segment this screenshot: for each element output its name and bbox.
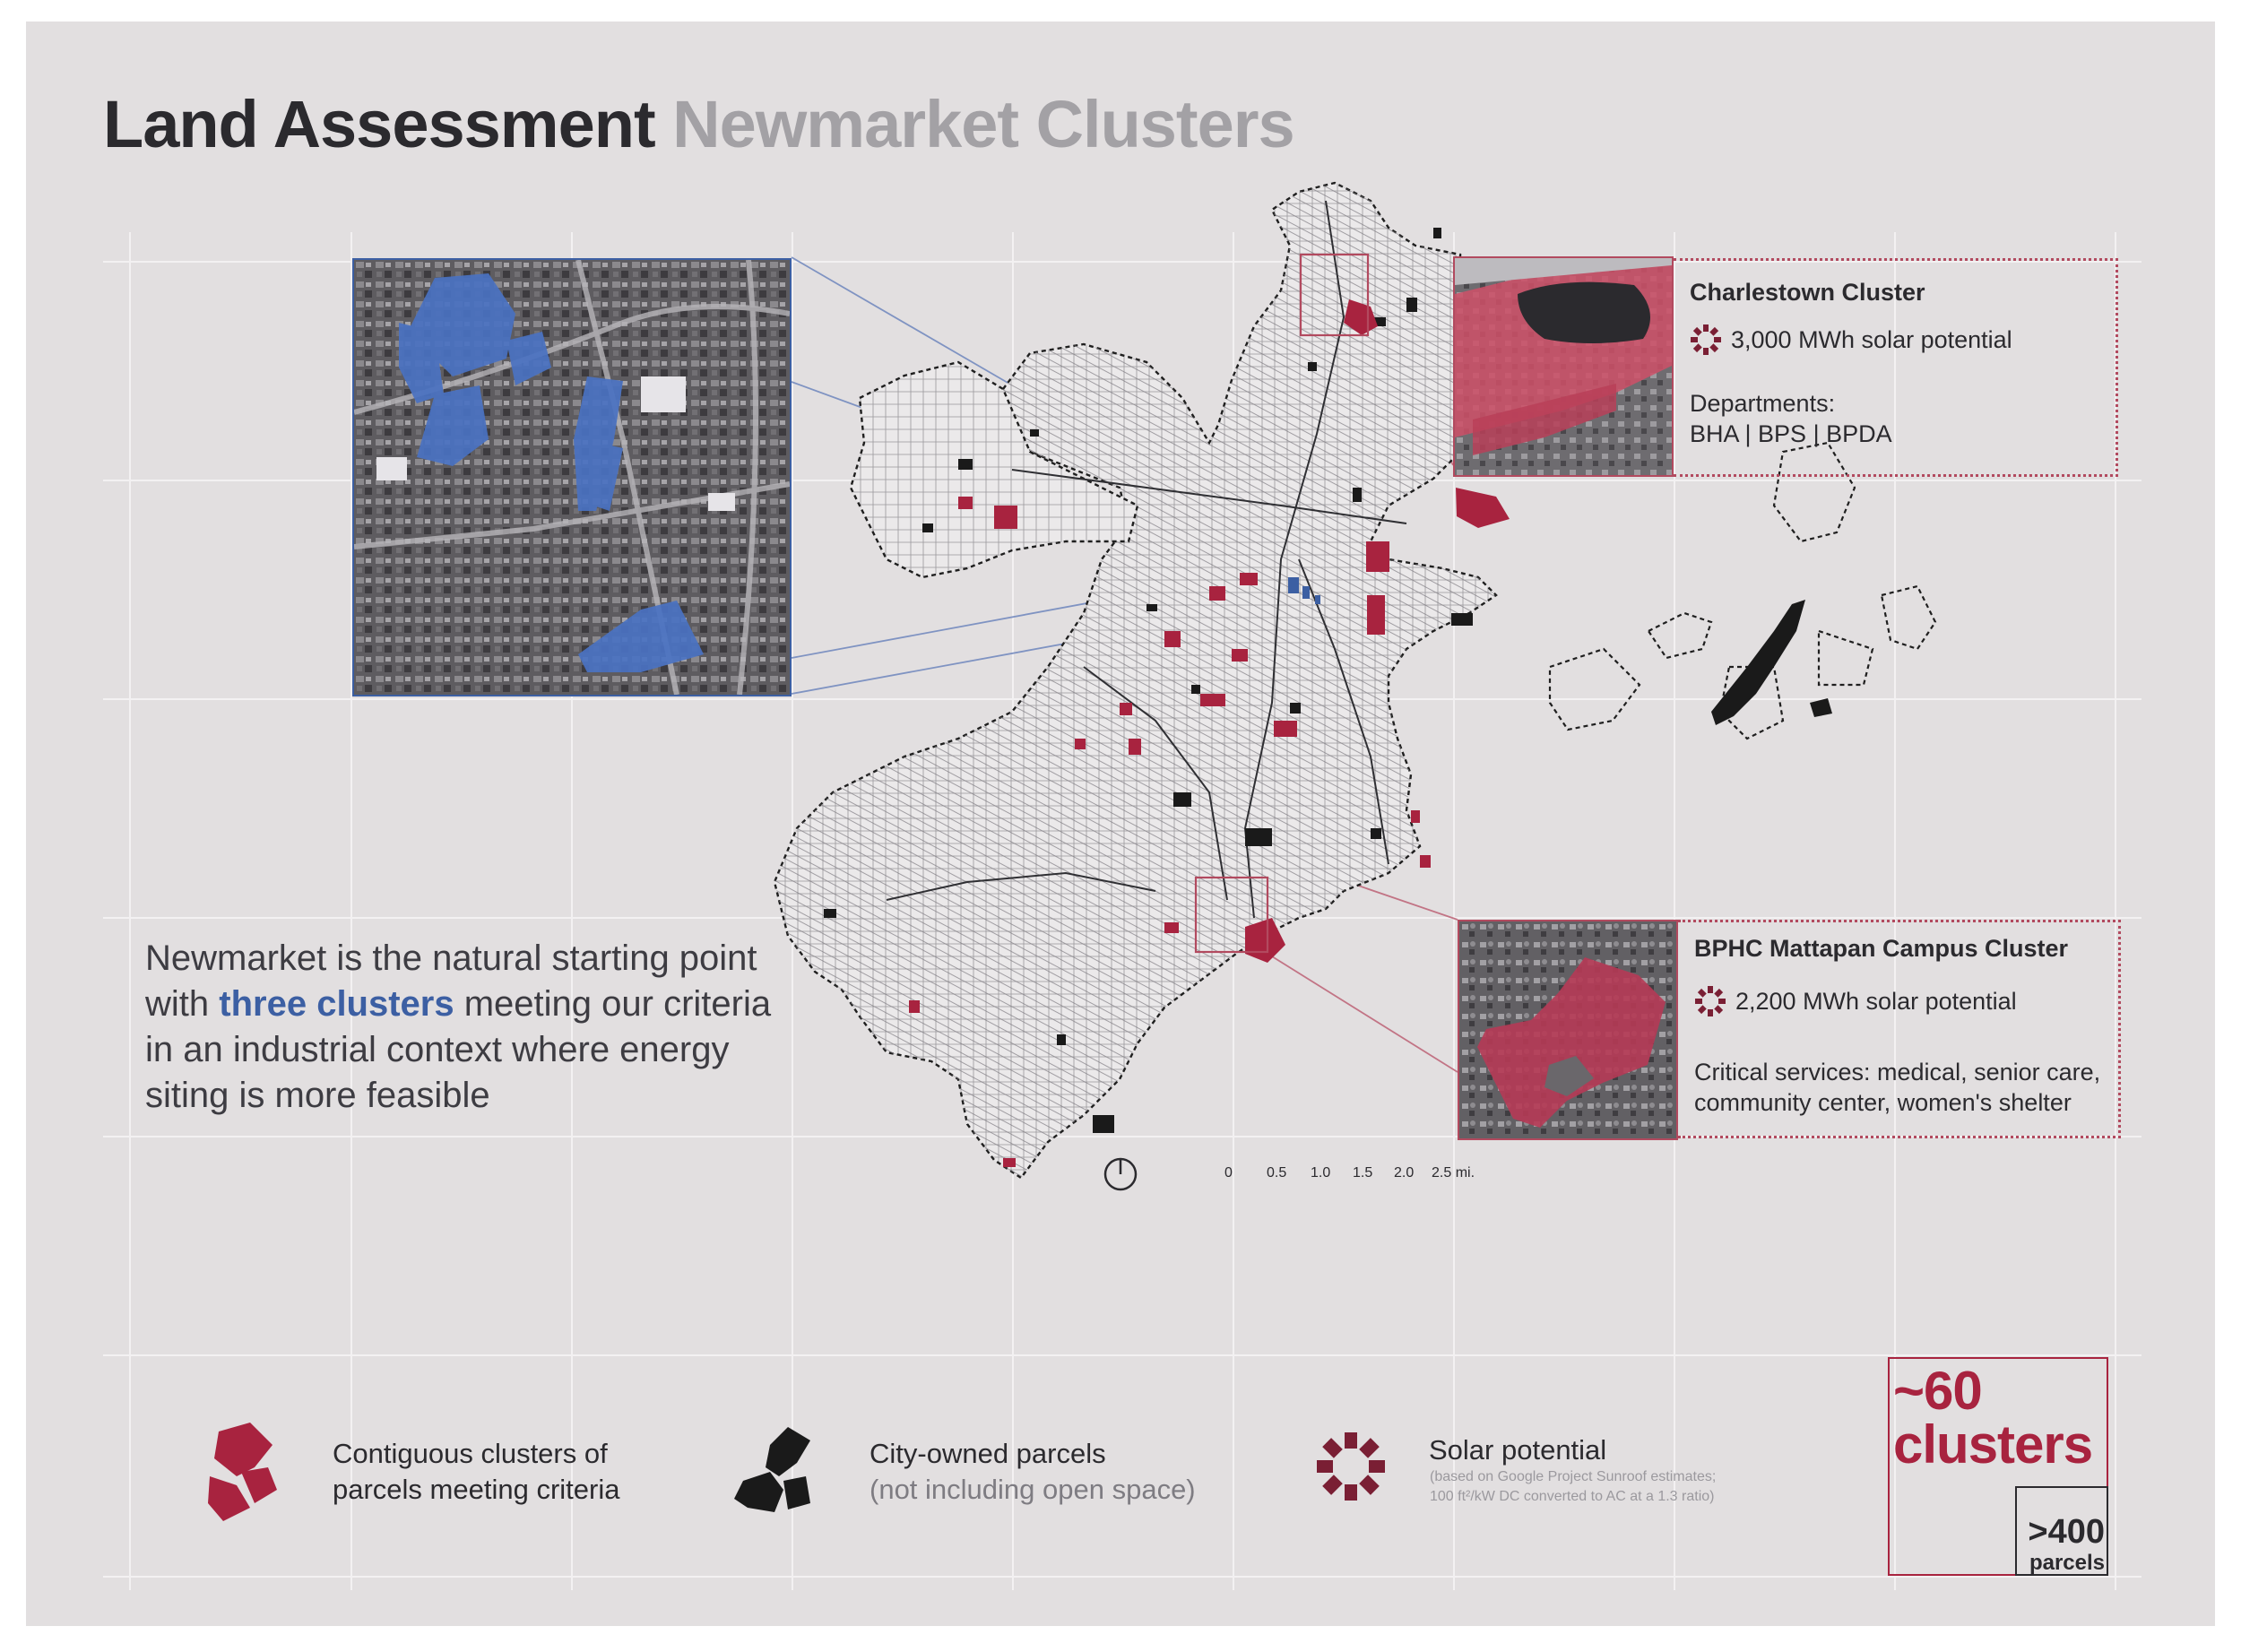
legend-solar-note: (based on Google Project Sunroof estimat…	[1430, 1467, 1716, 1507]
solar-potential-icon	[1317, 1432, 1385, 1501]
summary-kpi-box: ~60 clusters >400 parcels	[1888, 1357, 2108, 1576]
legend-clusters-label: Contiguous clusters of parcels meeting c…	[333, 1436, 619, 1508]
charlestown-extent-frame	[1299, 253, 1370, 337]
charlestown-solar-value: 3,000 MWh solar potential	[1731, 325, 2012, 353]
legend-solar-note1: (based on Google Project Sunroof estimat…	[1430, 1469, 1717, 1484]
mattapan-solar-row: 2,200 MWh solar potential	[1694, 985, 2017, 1017]
poster-board: Land Assessment Newmarket Clusters	[26, 22, 2215, 1626]
legend-clusters-line2: parcels meeting criteria	[333, 1474, 620, 1505]
charlestown-departments: BHA | BPS | BPDA	[1690, 420, 1892, 447]
page-title-main: Land Assessment	[103, 87, 656, 161]
newmarket-map-highlight	[1288, 577, 1320, 604]
scale-tick-1-0: 1.0	[1311, 1165, 1331, 1181]
mattapan-solar-value: 2,200 MWh solar potential	[1735, 987, 2017, 1015]
charlestown-solar-row: 3,000 MWh solar potential	[1690, 324, 2012, 356]
newmarket-inset	[352, 258, 792, 696]
mattapan-inset	[1458, 920, 1678, 1140]
legend-city-owned-line2: (not including open space)	[870, 1474, 1196, 1505]
narrative-after: meeting our criteria in an industrial co…	[145, 984, 772, 1115]
summary-parcels-box: >400 parcels	[2015, 1486, 2108, 1576]
legend-clusters-line1: Contiguous clusters of	[333, 1438, 608, 1469]
charlestown-inset	[1453, 256, 1674, 477]
mattapan-extent-frame	[1194, 876, 1269, 954]
mattapan-services-line1: Critical services: medical, senior care,	[1694, 1059, 2101, 1085]
harbor-islands	[1548, 441, 1937, 740]
scale-tick-0-5: 0.5	[1267, 1165, 1287, 1181]
scale-tick-2-0: 2.0	[1394, 1165, 1415, 1181]
narrative-text: Newmarket is the natural starting point …	[145, 936, 791, 1119]
scale-tick-2-5: 2.5 mi.	[1432, 1165, 1475, 1181]
mattapan-services-line2: community center, women's shelter	[1694, 1089, 2072, 1116]
long-island-shape	[1711, 600, 1805, 725]
summary-clusters-text: ~60 clusters	[1893, 1361, 2093, 1475]
charlestown-cluster-name: Charlestown Cluster	[1690, 279, 1925, 306]
scale-tick-1-5: 1.5	[1353, 1165, 1373, 1181]
legend-solar-note2: 100 ft²/kW DC converted to AC at a 1.3 r…	[1430, 1489, 1715, 1504]
solar-potential-icon	[1691, 324, 1721, 355]
summary-clusters: ~60 clusters	[1893, 1364, 2108, 1472]
page-title: Land Assessment Newmarket Clusters	[103, 86, 1295, 162]
mattapan-cluster-name: BPHC Mattapan Campus Cluster	[1694, 935, 2069, 962]
narrative-highlight: three clusters	[219, 984, 454, 1024]
cluster-parcels-icon	[208, 1423, 277, 1521]
charlestown-info-panel: Charlestown Cluster 3,000 MWh solar pote…	[1674, 258, 2118, 477]
newmarket-aerial	[354, 260, 790, 695]
page-title-sub: Newmarket Clusters	[672, 87, 1295, 161]
legend-city-owned-line1: City-owned parcels	[870, 1438, 1106, 1469]
legend-city-owned-label: City-owned parcels (not including open s…	[870, 1436, 1196, 1508]
mattapan-info-panel: BPHC Mattapan Campus Cluster 2,200 MWh s…	[1678, 920, 2121, 1138]
summary-parcels-label: parcels	[2029, 1551, 2105, 1575]
narrative-before: Newmarket is the natural starting point …	[145, 938, 757, 1024]
scale-tick-0: 0	[1224, 1165, 1233, 1181]
city-owned-parcels-icon	[734, 1427, 810, 1512]
summary-parcels-count: >400	[2028, 1513, 2105, 1551]
north-arrow-icon	[1103, 1157, 1138, 1191]
city-map	[773, 181, 1937, 1191]
city-owned-parcels	[824, 228, 1473, 1133]
legend-solar-label: Solar potential	[1429, 1434, 1607, 1466]
charlestown-departments-label: Departments:	[1690, 390, 1836, 417]
solar-potential-icon	[1695, 986, 1726, 1016]
mattapan-aerial	[1459, 921, 1676, 1138]
charlestown-aerial	[1455, 258, 1672, 475]
